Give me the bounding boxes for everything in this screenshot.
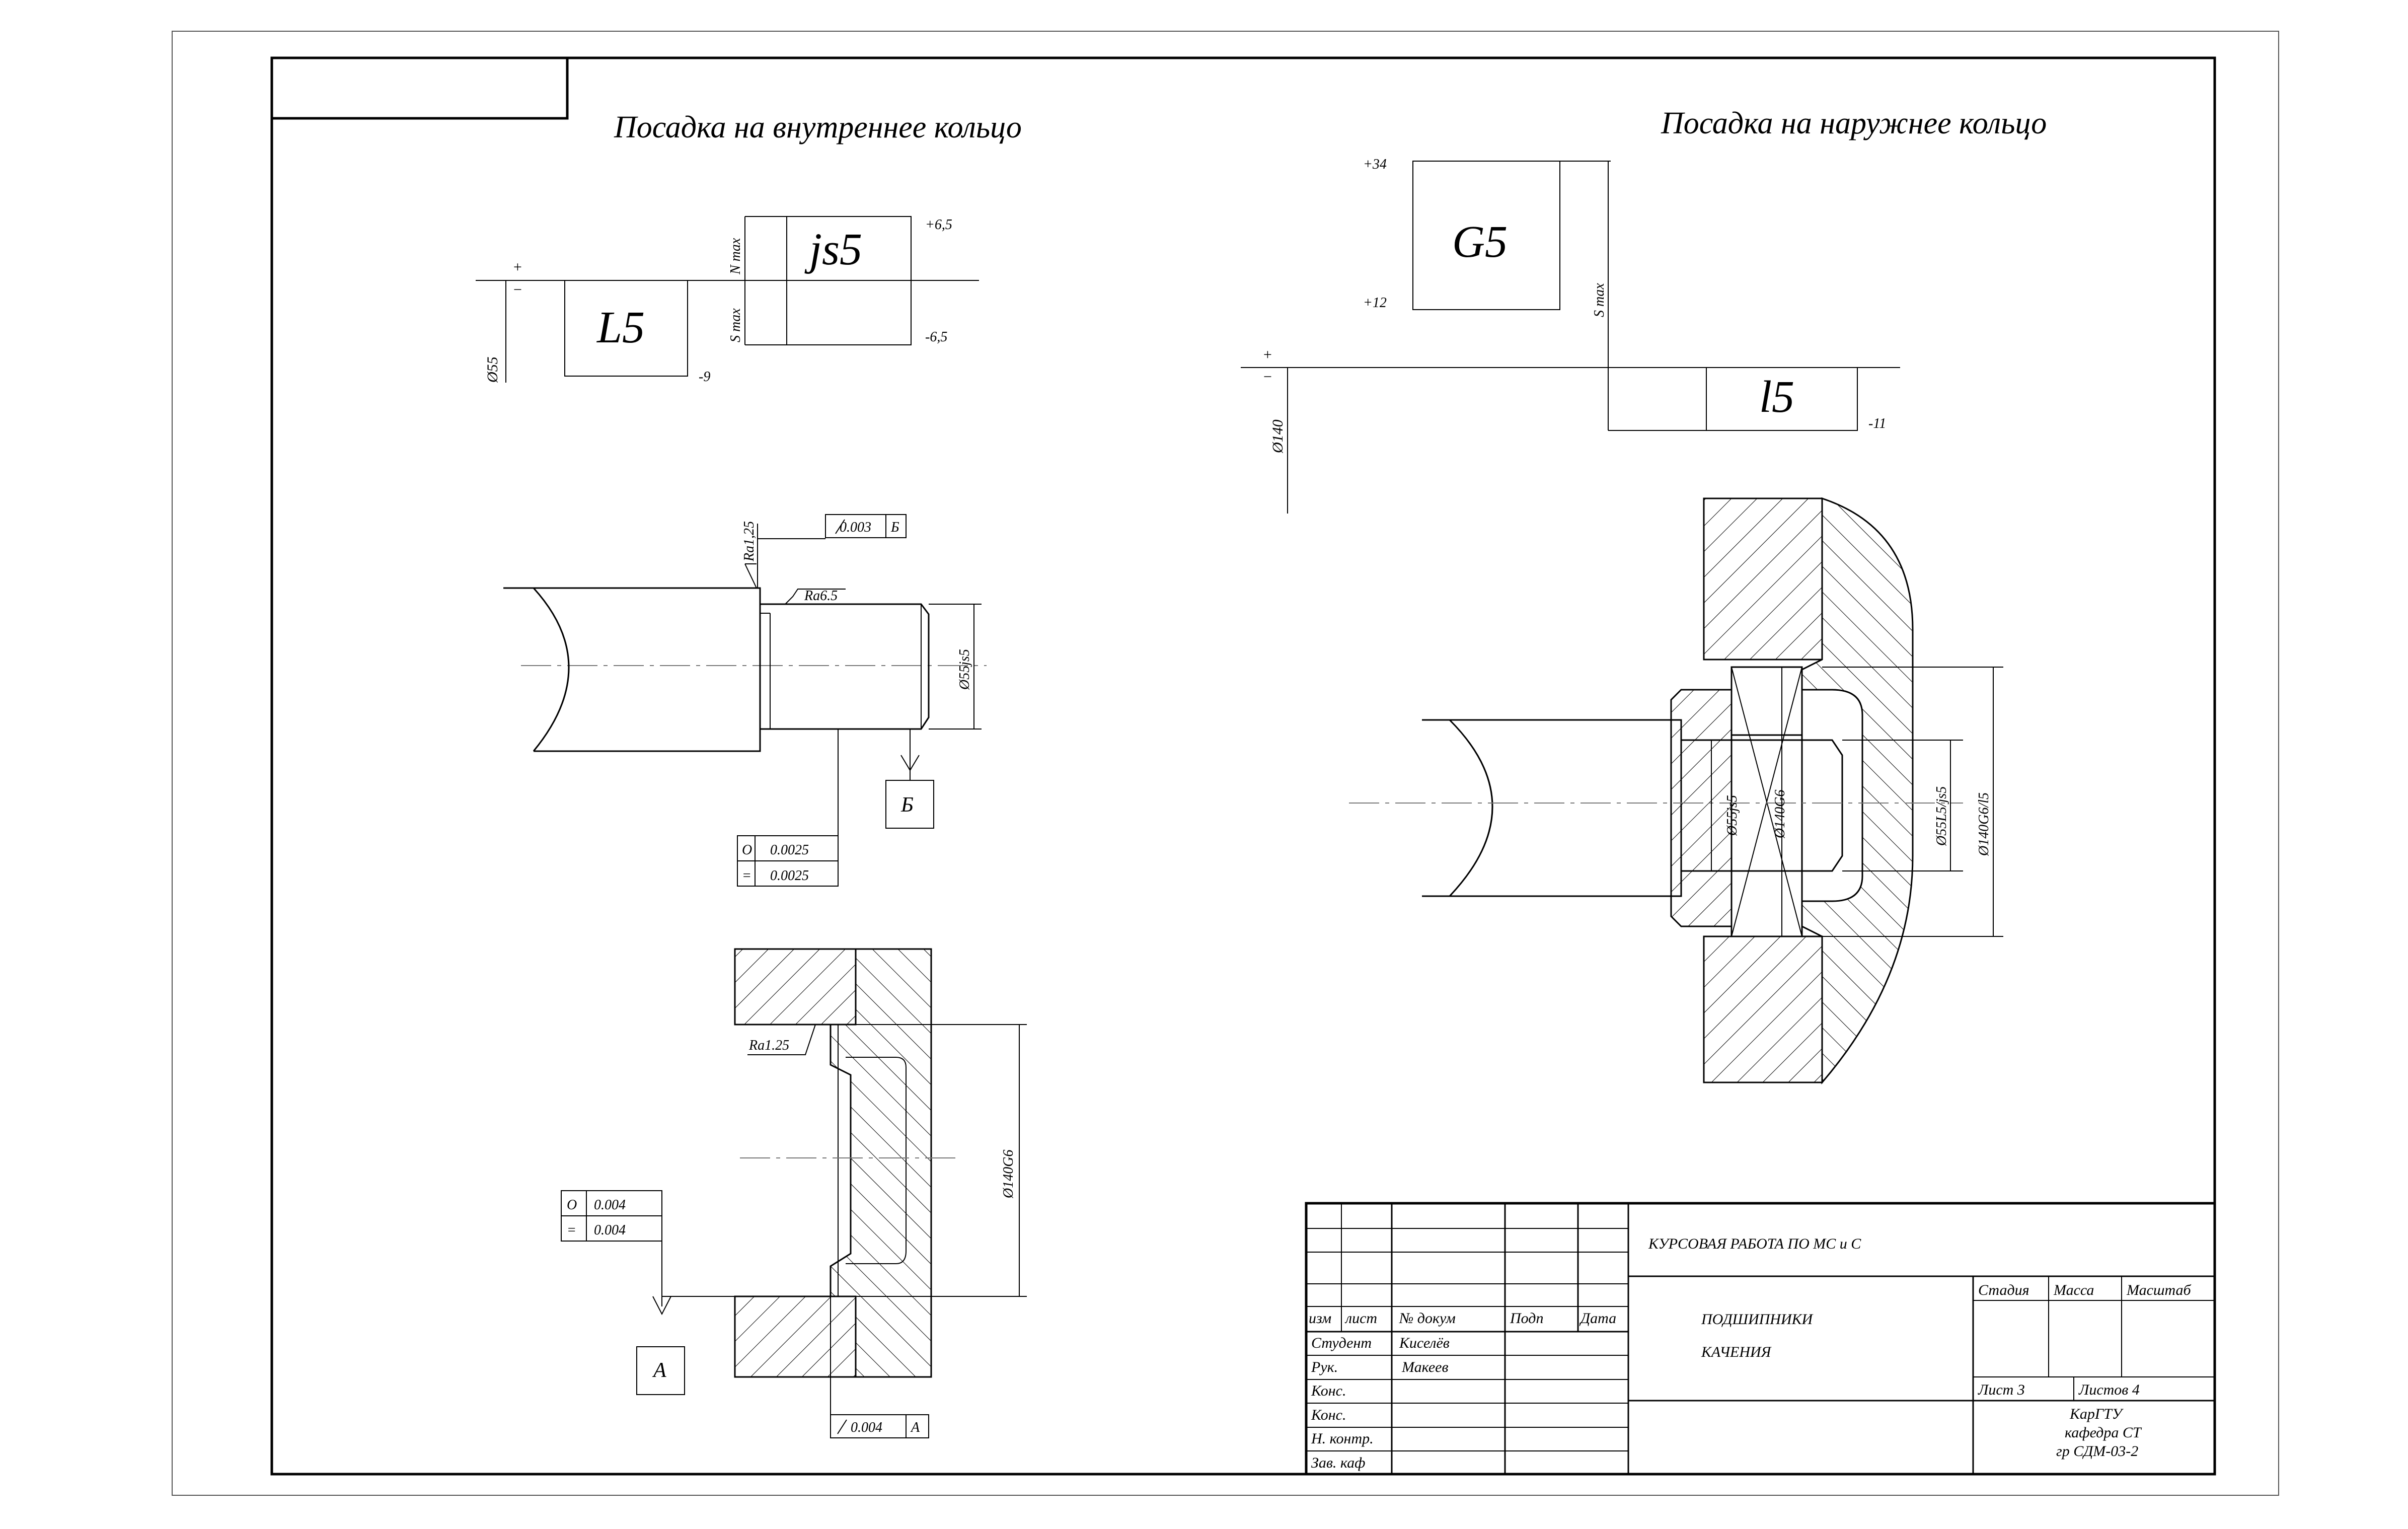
hole-field-g5-label: G5 [1452, 217, 1508, 267]
inner-frame [270, 56, 2216, 1476]
runout-value: 0.003 [840, 520, 871, 535]
tb-row-zav: Зав. каф [1311, 1454, 1365, 1471]
outer-diameter: Ø140 [1269, 419, 1286, 454]
housing-runout-frame [830, 1414, 929, 1438]
tb-row-ncontr: Н. контр. [1311, 1430, 1374, 1447]
s-max-label: S max [728, 308, 743, 342]
runout-frame [825, 514, 907, 538]
housing-roundness: 0.004 [594, 1197, 626, 1213]
housing-runout-value: 0.004 [851, 1420, 882, 1435]
shaft-field-label: js5 [804, 225, 862, 274]
asm-dim-shaft: Ø55js5 [1724, 795, 1740, 836]
asm-dim-fit-inner: Ø55L5/js5 [1934, 786, 1949, 846]
tb-mass: Масса [2053, 1282, 2094, 1298]
roughness-journal: Ra6.5 [804, 588, 838, 604]
base-a-box [636, 1346, 685, 1395]
tb-org-1: КарГТУ [2069, 1406, 2124, 1422]
profile-symbol: = [742, 868, 751, 884]
tb-stage: Стадия [1978, 1282, 2029, 1298]
base-a-label: A [652, 1359, 666, 1382]
hole-lower-dev-outer: +12 [1363, 295, 1387, 311]
tb-sheets: Листов 4 [2078, 1381, 2140, 1398]
tb-col-izm: изм [1309, 1310, 1331, 1327]
housing-drawing: Ø140G6 Ra1.25 A O 0.004 = 0.004 0.004 A [561, 948, 1027, 1438]
housing-runout-base: A [910, 1420, 920, 1435]
shaft-lower-dev-outer: -11 [1868, 416, 1886, 431]
tb-subject-1: ПОДШИПНИКИ [1701, 1311, 1814, 1328]
housing-profile: 0.004 [594, 1222, 626, 1238]
housing-roughness: Ra1.25 [748, 1038, 789, 1053]
hole-upper-dev: +34 [1363, 157, 1387, 172]
tb-col-date: Дата [1579, 1310, 1616, 1327]
hole-field-G5 [1412, 161, 1560, 310]
base-b-box [885, 780, 934, 829]
plus-sign: + [512, 259, 522, 275]
tb-row-student: Студент [1311, 1335, 1372, 1351]
tb-row-kons1: Конс. [1311, 1382, 1346, 1399]
tb-work-title: КУРСОВАЯ РАБОТА ПО МС и С [1648, 1235, 1861, 1252]
roughness-shoulder: Ra1,25 [741, 521, 757, 562]
shaft-upper-dev: +6,5 [925, 217, 952, 233]
tb-row-kons2: Конс. [1311, 1407, 1346, 1423]
fit-outer-title: Посадка на наружнее кольцо [1661, 106, 2047, 140]
roundness-value: 0.0025 [770, 842, 809, 858]
fit-diagram-inner: Посадка на внутреннее кольцо + − Ø55 L5 … [476, 110, 1022, 385]
fit-diagram-outer: Посадка на наружнее кольцо + − Ø140 G5 +… [1241, 106, 2047, 514]
minus-sign-outer: − [1262, 369, 1272, 385]
hole-lower-dev: -9 [699, 369, 710, 385]
runout-base: Б [890, 520, 899, 535]
title-block: изм лист № докум Подп Дата Студент Кисел… [1305, 1202, 2216, 1476]
hole-field-label: L5 [596, 303, 645, 352]
shaft-lower-dev: -6,5 [925, 329, 947, 345]
tb-sheet: Лист 3 [1978, 1381, 2025, 1398]
assembly-drawing: Ø55js5 Ø140G6 Ø55L5/js5 Ø140G6/l5 [1349, 497, 2003, 1085]
tb-org-2: кафедра СТ [2065, 1424, 2142, 1441]
corner-stamp [270, 56, 569, 120]
minus-sign: − [512, 281, 522, 298]
asm-dim-housing: Ø140G6 [1772, 790, 1788, 839]
base-b-label: Б [900, 793, 914, 817]
tb-col-list: лист [1344, 1310, 1377, 1327]
tb-student-name: Киселёв [1399, 1335, 1450, 1351]
s-max-outer: S max [1592, 283, 1607, 317]
hole-field-L5 [564, 280, 688, 377]
shaft-field-l5 [1706, 367, 1858, 431]
shaft-drawing: Ra1,25 0.003 Б Ra6.5 Ø55js5 Б O 0.0025 =… [503, 514, 987, 887]
tb-subject-2: КАЧЕНИЯ [1701, 1344, 1772, 1360]
tb-col-sign: Подп [1510, 1310, 1543, 1327]
shaft-diameter: Ø55js5 [957, 649, 972, 690]
housing-roundness-symbol: O [567, 1197, 577, 1213]
n-max-label: N max [728, 238, 743, 275]
inner-diameter: Ø55 [484, 356, 501, 383]
tb-col-doc: № докум [1399, 1310, 1456, 1327]
housing-diameter: Ø140G6 [1001, 1150, 1016, 1199]
tb-org-3: гр СДМ-03-2 [2056, 1443, 2138, 1460]
outer-border [172, 31, 2279, 1496]
housing-profile-symbol: = [567, 1222, 576, 1238]
shaft-field-l5-label: l5 [1759, 372, 1794, 422]
fit-inner-title: Посадка на внутреннее кольцо [614, 110, 1022, 144]
tb-row-ruk: Рук. [1311, 1359, 1338, 1375]
plus-sign-outer: + [1262, 346, 1272, 363]
asm-dim-fit-outer: Ø140G6/l5 [1976, 792, 1992, 856]
tb-scale: Масштаб [2126, 1282, 2192, 1298]
roundness-symbol: O [742, 842, 752, 858]
tb-ruk-name: Макеев [1401, 1359, 1449, 1375]
profile-value: 0.0025 [770, 868, 809, 884]
